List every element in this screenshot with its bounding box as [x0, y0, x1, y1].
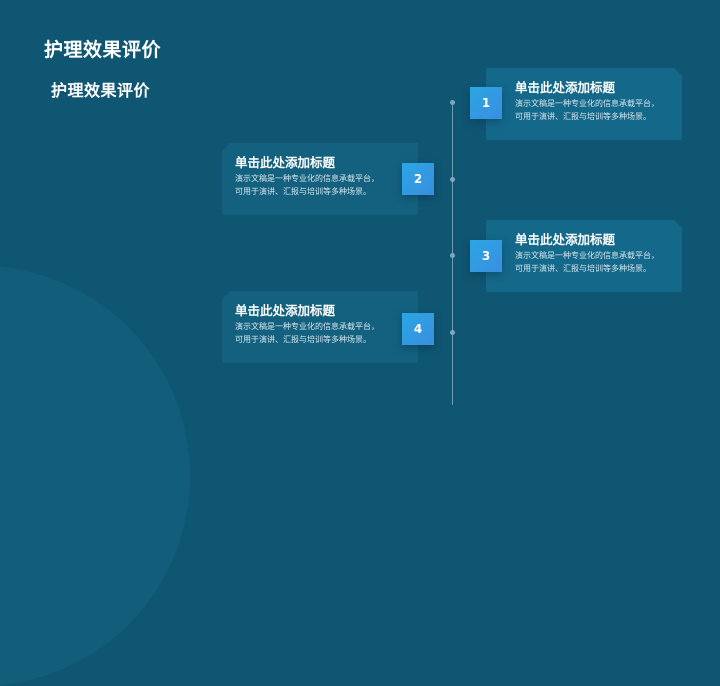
step-number-badge: 3	[470, 240, 502, 272]
card-desc-line: 演示文稿是一种专业化的信息承载平台，	[515, 99, 659, 108]
page-subtitle: 护理效果评价	[51, 81, 151, 100]
timeline-card-2[interactable]: 单击此处添加标题 演示文稿是一种专业化的信息承载平台， 可用于演讲、汇报与培训等…	[222, 143, 418, 215]
card-title[interactable]: 单击此处添加标题	[235, 155, 336, 170]
card-title[interactable]: 单击此处添加标题	[515, 80, 616, 95]
card-description[interactable]: 演示文稿是一种专业化的信息承载平台， 可用于演讲、汇报与培训等多种场景。	[515, 249, 659, 275]
timeline-dot	[450, 100, 455, 105]
card-desc-line: 演示文稿是一种专业化的信息承载平台，	[235, 174, 379, 183]
card-desc-line: 可用于演讲、汇报与培训等多种场景。	[235, 335, 371, 344]
card-desc-line: 可用于演讲、汇报与培训等多种场景。	[515, 112, 651, 121]
step-number-badge: 4	[402, 313, 434, 345]
timeline-card-3[interactable]: 单击此处添加标题 演示文稿是一种专业化的信息承载平台， 可用于演讲、汇报与培训等…	[486, 220, 682, 292]
card-desc-line: 可用于演讲、汇报与培训等多种场景。	[515, 264, 651, 273]
card-desc-line: 演示文稿是一种专业化的信息承载平台，	[515, 251, 659, 260]
card-desc-line: 可用于演讲、汇报与培训等多种场景。	[235, 187, 371, 196]
step-number-badge: 1	[470, 87, 502, 119]
background-circle	[0, 266, 190, 686]
page-title: 护理效果评价	[44, 39, 162, 61]
timeline-card-1[interactable]: 单击此处添加标题 演示文稿是一种专业化的信息承载平台， 可用于演讲、汇报与培训等…	[486, 68, 682, 140]
timeline-dot	[450, 177, 455, 182]
card-title[interactable]: 单击此处添加标题	[235, 303, 336, 318]
card-desc-line: 演示文稿是一种专业化的信息承载平台，	[235, 322, 379, 331]
timeline-card-4[interactable]: 单击此处添加标题 演示文稿是一种专业化的信息承载平台， 可用于演讲、汇报与培训等…	[222, 291, 418, 363]
timeline-dot	[450, 253, 455, 258]
card-description[interactable]: 演示文稿是一种专业化的信息承载平台， 可用于演讲、汇报与培训等多种场景。	[235, 320, 379, 346]
step-number-badge: 2	[402, 163, 434, 195]
card-description[interactable]: 演示文稿是一种专业化的信息承载平台， 可用于演讲、汇报与培训等多种场景。	[235, 172, 379, 198]
card-description[interactable]: 演示文稿是一种专业化的信息承载平台， 可用于演讲、汇报与培训等多种场景。	[515, 97, 659, 123]
card-title[interactable]: 单击此处添加标题	[515, 232, 616, 247]
timeline-dot	[450, 330, 455, 335]
